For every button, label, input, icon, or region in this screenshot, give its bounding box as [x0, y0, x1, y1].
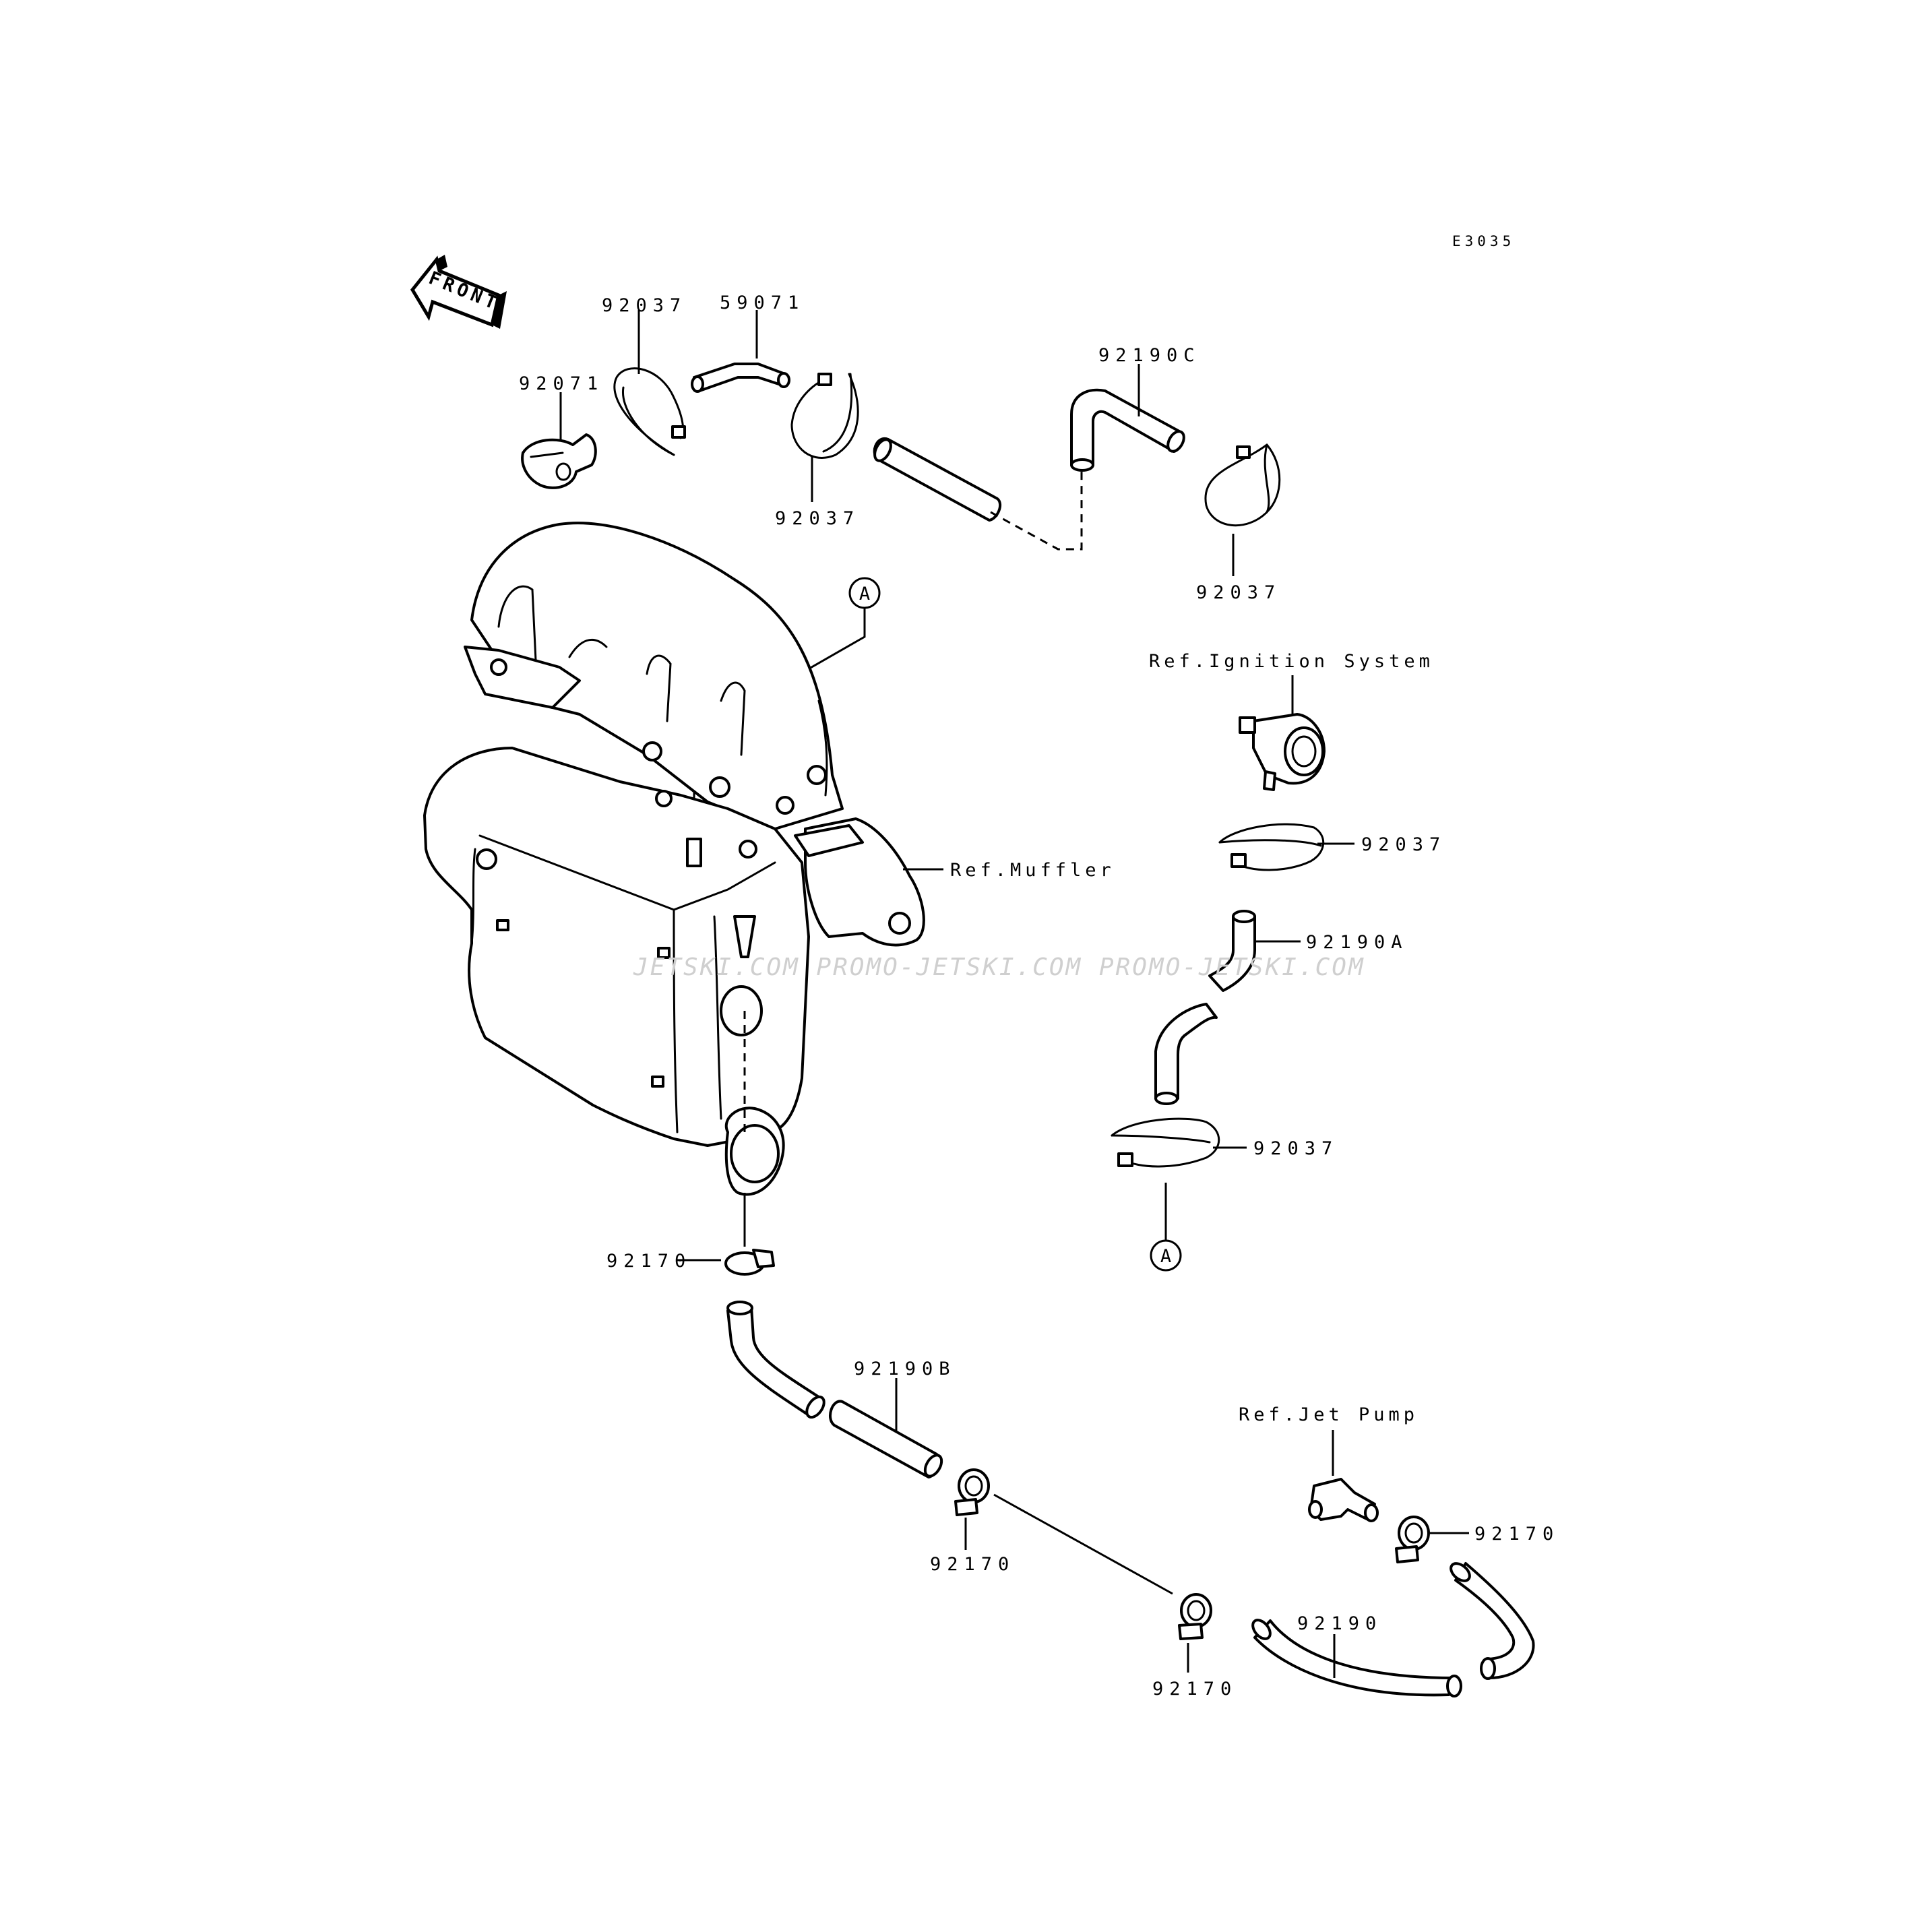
connector-a-bottom: A — [1150, 1239, 1182, 1272]
watermark: JETSKI.COM PROMO-JETSKI.COM PROMO-JETSKI… — [633, 954, 1365, 981]
part-92190b-hose — [829, 1400, 943, 1478]
part-hose-curved-lower — [726, 1301, 825, 1419]
callout-92071: 92071 — [519, 373, 604, 394]
part-92190c-hose — [1070, 388, 1185, 472]
callout-92037-a: 92037 — [602, 295, 687, 316]
callout-92037-b: 92037 — [775, 508, 860, 529]
part-92037-clamp-a — [613, 367, 686, 456]
part-92037-clamp-b — [790, 373, 859, 459]
callout-92170-a: 92170 — [606, 1251, 691, 1272]
part-92170-clamp-d — [1395, 1516, 1430, 1563]
part-92170-clamp-c — [1178, 1593, 1212, 1640]
part-92190-hose — [1251, 1562, 1535, 1697]
part-92037-clamp-d — [1218, 823, 1325, 871]
dashed-hose-route-top — [990, 472, 1083, 551]
ref-muffler: Ref.Muffler — [950, 860, 1115, 881]
front-arrow-icon: FRONT — [410, 255, 507, 329]
callout-92170-c: 92170 — [1152, 1679, 1237, 1700]
svg-text:A: A — [1160, 1246, 1171, 1267]
callout-59071: 59071 — [720, 292, 805, 313]
callout-92190a: 92190A — [1306, 932, 1408, 953]
part-92170-clamp-a — [724, 1249, 775, 1276]
callout-92037-e: 92037 — [1253, 1138, 1338, 1159]
part-92037-clamp-c — [1204, 443, 1281, 527]
part-92190a-hose — [1154, 910, 1256, 1105]
callout-92190c: 92190C — [1098, 345, 1201, 366]
main-housing-assembly — [423, 522, 925, 1196]
part-92037-clamp-e — [1111, 1117, 1220, 1168]
part-jet-pump-fitting — [1308, 1478, 1379, 1522]
connector-a-top: A — [848, 577, 881, 609]
callout-92037-c: 92037 — [1196, 582, 1281, 603]
part-92071-cap — [521, 433, 597, 489]
callout-92170-d: 92170 — [1474, 1524, 1559, 1545]
ref-ignition-system: Ref.Ignition System — [1149, 651, 1434, 672]
callout-92170-b: 92170 — [930, 1554, 1015, 1575]
ref-jet-pump: Ref.Jet Pump — [1239, 1404, 1419, 1425]
part-hose-straight-top — [873, 437, 1002, 522]
part-ignition-fitting — [1239, 713, 1326, 791]
part-59071-fitting — [691, 363, 790, 393]
part-92170-clamp-b — [954, 1468, 990, 1516]
callout-92037-d: 92037 — [1361, 834, 1446, 855]
callout-92190b: 92190B — [854, 1359, 956, 1379]
leader-hose-route — [993, 1493, 1173, 1595]
callout-92190: 92190 — [1297, 1613, 1382, 1634]
svg-text:A: A — [859, 584, 870, 604]
diagram-code: E3035 — [1452, 233, 1515, 249]
